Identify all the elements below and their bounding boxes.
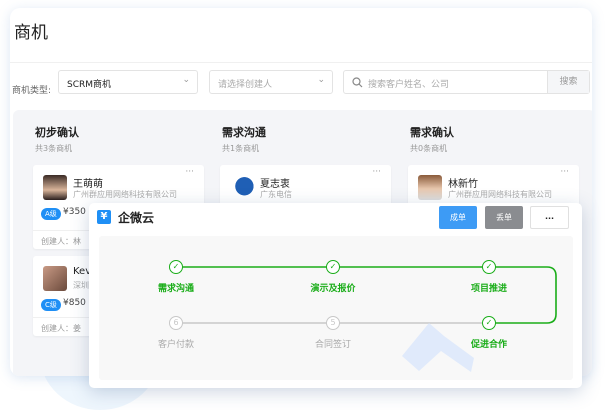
more-icon[interactable]: ··· [185,167,194,177]
column-title: 初步确认 [35,126,79,139]
brand-name: 企微云 [118,211,155,225]
column-confirm: 需求确认共0条商机 [410,124,454,154]
step-check-icon[interactable]: ✓ [482,316,496,330]
amount: ¥850 [63,298,86,308]
done-connector [176,266,557,324]
search-input[interactable]: 搜索客户姓名、公司 [368,80,450,90]
contact-name: 林新竹 [448,179,478,190]
chevron-down-icon: ⌄ [317,75,325,85]
step-label: 客户付款 [157,340,195,350]
column-count: 共3条商机 [35,144,73,153]
stage-popup: ¥ 企微云 成单 丢单 ··· ✓ 需求沟通 ✓ 演示及报价 ✓ 项目推进 ✓ 促进合作 5 合同… [89,203,582,388]
more-icon[interactable]: ··· [372,167,381,177]
step-label: 需求沟通 [157,284,195,294]
company-name: 广州群应用网络科技有限公司 [73,190,177,199]
column-count: 共0条商机 [410,144,448,153]
step-label: 演示及报价 [310,284,356,294]
stage-connectors [176,266,557,372]
win-button[interactable]: 成单 [439,206,477,229]
column-title: 需求确认 [410,126,454,139]
avatar [230,175,254,200]
more-icon[interactable]: ··· [560,167,569,177]
search-box[interactable]: 搜索客户姓名、公司 搜索 [343,70,590,94]
company-name: 深圳 [73,281,89,290]
step-number[interactable]: 5 [326,316,340,330]
avatar [418,175,442,200]
step-number[interactable]: 6 [169,316,183,330]
company-name: 广东电信 [260,190,292,199]
stage-flow: ✓ 需求沟通 ✓ 演示及报价 ✓ 项目推进 ✓ 促进合作 5 合同签订 6 客户付款 [99,236,573,380]
cursor-arrow-icon [402,323,474,372]
type-value: SCRM商机 [67,80,112,90]
column-title: 需求沟通 [222,126,266,139]
chevron-down-icon: ⌄ [182,75,190,85]
step-label: 合同签订 [314,340,352,350]
avatar [43,266,67,291]
type-label: 商机类型: [12,86,52,96]
step-check-icon[interactable]: ✓ [169,260,183,274]
step-check-icon[interactable]: ✓ [482,260,496,274]
step-check-icon[interactable]: ✓ [326,260,340,274]
creator-placeholder: 请选择创建人 [218,80,273,90]
grade-badge: A级 [41,208,61,220]
company-name: 广州群应用网络科技有限公司 [448,190,552,199]
contact-name: Kev [73,266,92,277]
more-button[interactable]: ··· [530,206,569,229]
search-button[interactable]: 搜索 [547,71,589,93]
creator-select[interactable]: 请选择创建人 ⌄ [209,70,333,94]
search-icon [352,77,363,88]
type-select[interactable]: SCRM商机 ⌄ [58,70,198,94]
page-title: 商机 [14,23,48,43]
column-needs: 需求沟通共1条商机 [222,124,266,154]
contact-name: 王萌萌 [73,179,103,190]
lose-button[interactable]: 丢单 [485,206,523,229]
column-initial: 初步确认共3条商机 [35,124,79,154]
grade-badge: C级 [41,299,61,311]
logo-icon: ¥ [97,210,111,224]
amount: ¥350 [63,207,86,217]
avatar [43,175,67,200]
contact-name: 夏志衷 [260,179,290,190]
divider [10,62,592,63]
step-label: 项目推进 [470,284,508,294]
step-label: 促进合作 [470,340,508,350]
column-count: 共1条商机 [222,144,260,153]
